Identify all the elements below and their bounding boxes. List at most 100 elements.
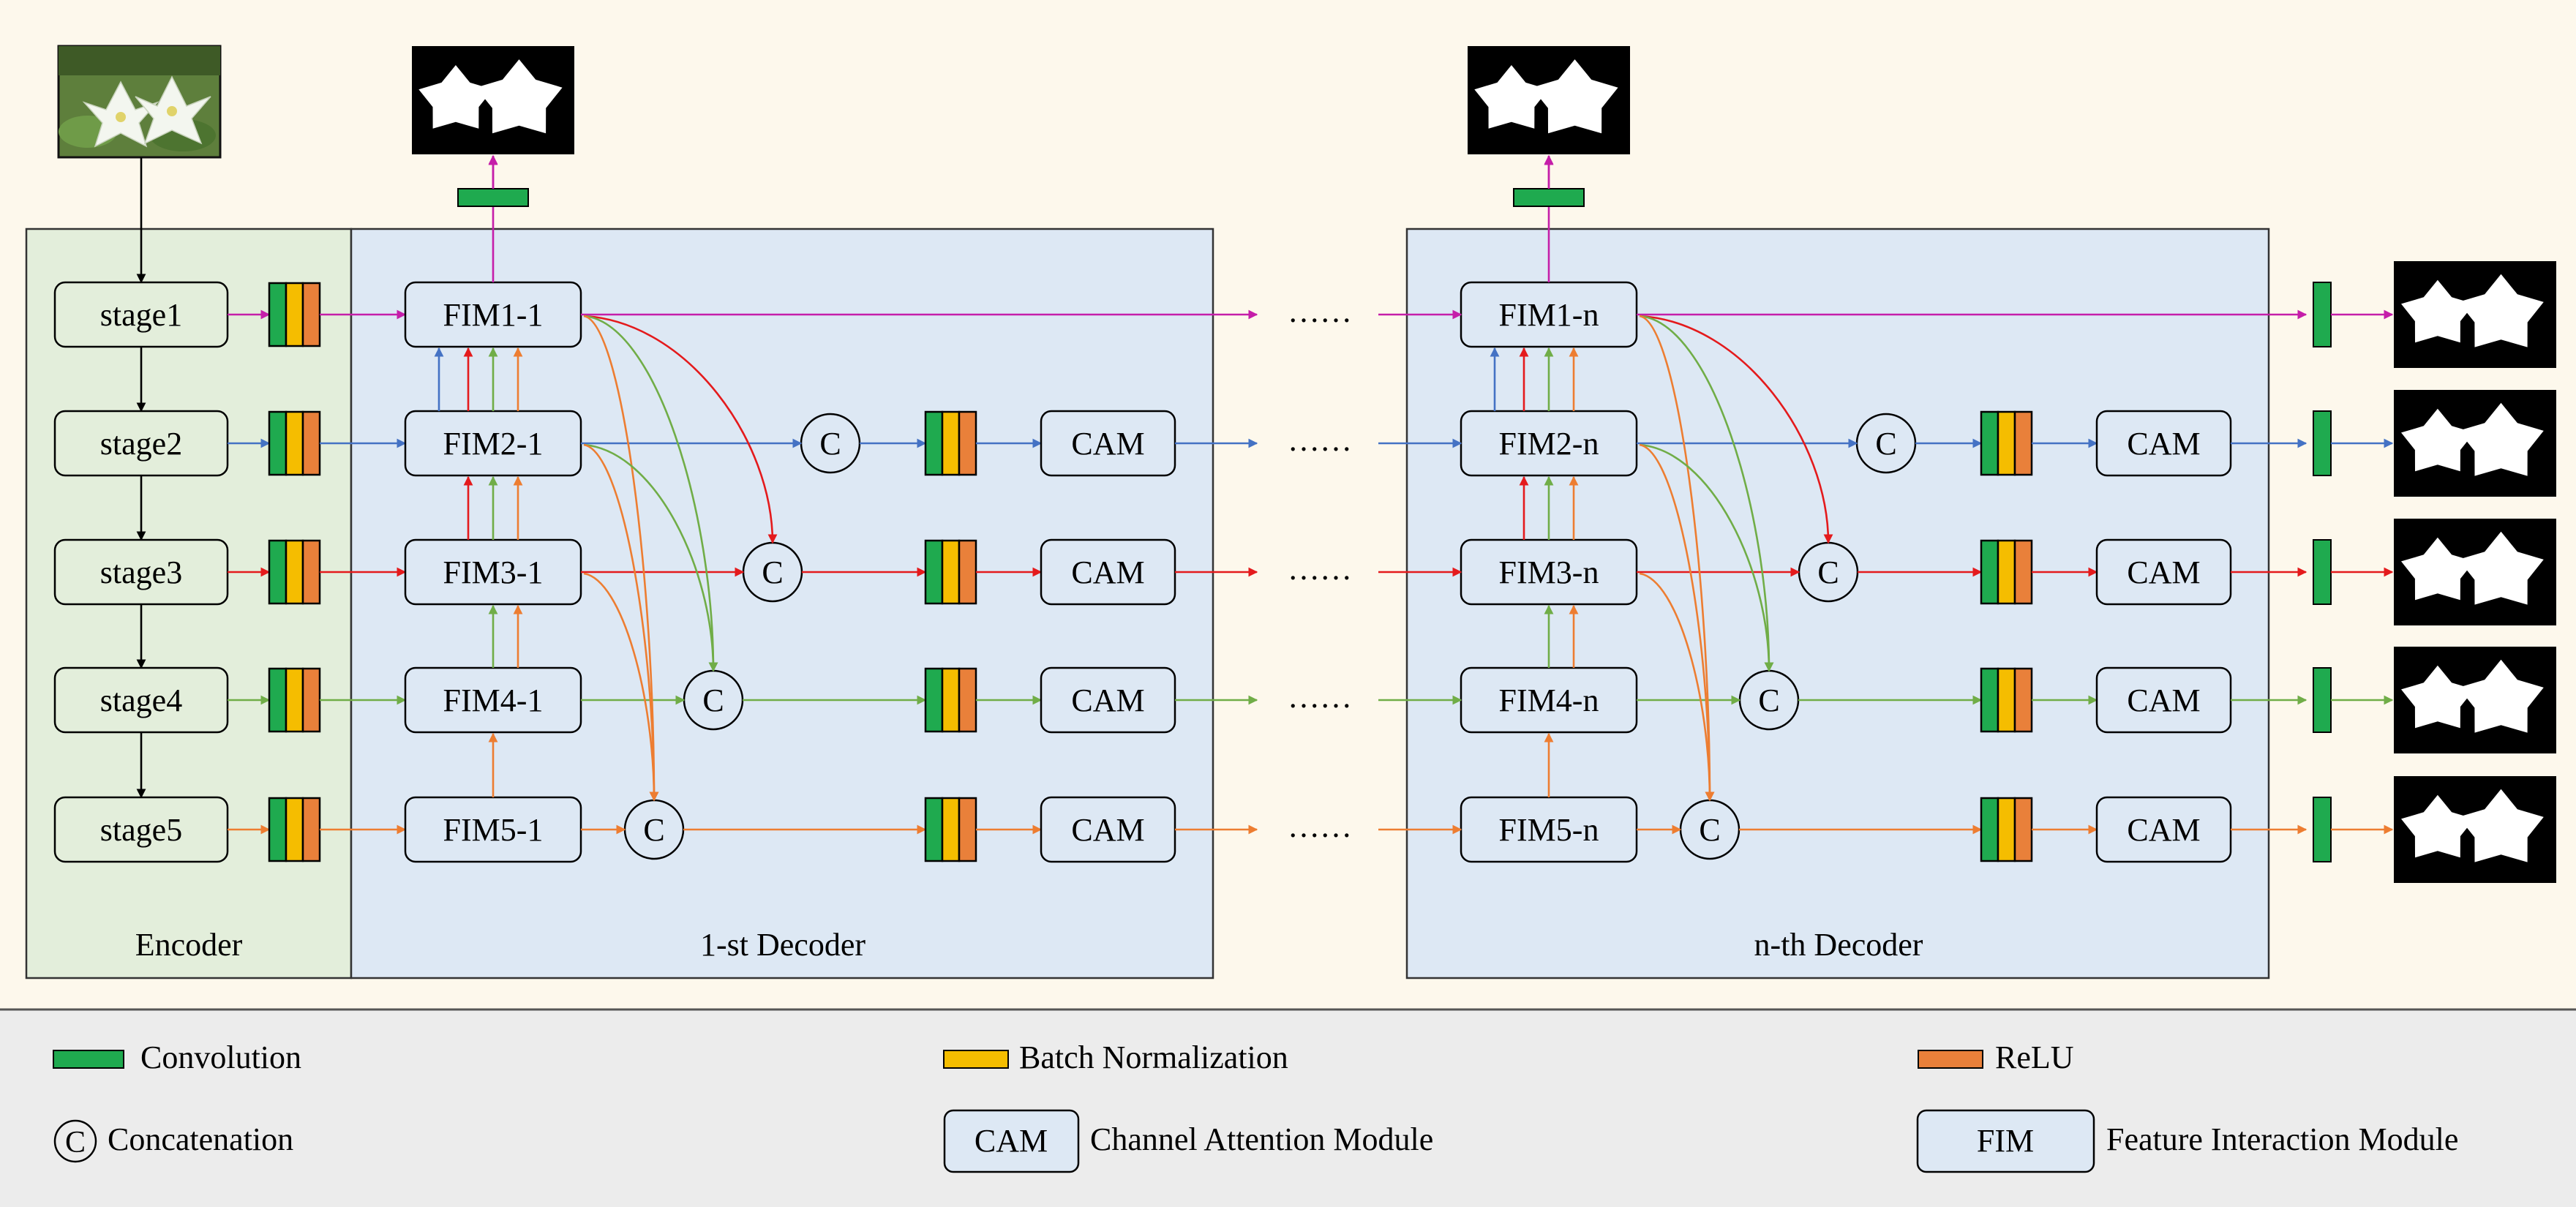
conv-bar (1980, 410, 1999, 476)
decoderN-top-conv (1513, 188, 1585, 207)
legend-concatenation: Concatenation (108, 1121, 293, 1157)
decoder1-cam-2-label: CAM (1071, 426, 1144, 462)
legend-relu-swatch (1918, 1050, 1983, 1069)
encoder-stage-4-label: stage4 (100, 683, 182, 718)
batchnorm-bar (941, 667, 961, 733)
diagram-flow: stage1stage2stage3stage4stage5FIM1-1FIM2… (53, 46, 2556, 883)
decoder1-title: 1-st Decoder (700, 927, 865, 963)
encoder-cbr-block-4 (268, 667, 321, 733)
relu-bar (958, 667, 977, 733)
decoder1-cross-2-to-5 (583, 443, 659, 802)
batchnorm-bar (1997, 410, 2016, 476)
batchnorm-bar (285, 282, 304, 347)
decoder1-cross-1-to-5 (583, 315, 659, 802)
decoderN-cbr-block-3 (1980, 539, 2033, 605)
decoderN-cam-5-label: CAM (2127, 812, 2200, 848)
decoderN-cross-2-to-5 (1639, 443, 1715, 802)
legend-panel (0, 1009, 2576, 1207)
mask-shape-right (2458, 402, 2544, 476)
decoderN-concat-3-symbol: C (1817, 554, 1839, 590)
legend-cam-box-label: CAM (975, 1123, 1048, 1159)
relu-bar (2013, 410, 2033, 476)
decoder1-cam-4-label: CAM (1071, 683, 1144, 718)
batchnorm-bar (941, 410, 961, 476)
mask-shape-right (2458, 531, 2544, 605)
final-mask-5 (2394, 776, 2556, 883)
final-mask-4 (2394, 647, 2556, 753)
legend-batch-norm: Batch Normalization (1019, 1039, 1288, 1075)
encoder-cbr-block-5 (268, 797, 321, 862)
legend-cam: Channel Attention Module (1090, 1121, 1433, 1157)
relu-bar (301, 539, 321, 605)
decoder1-concat-4-symbol: C (702, 683, 724, 718)
encoder-stage-1-label: stage1 (100, 297, 182, 333)
decoderN-cam-2-label: CAM (2127, 426, 2200, 462)
decoder1-cross-3-to-5 (583, 572, 659, 802)
conv-bar (268, 797, 288, 862)
decoder1-cross-1-to-4 (583, 315, 718, 672)
decoder1-top-conv (457, 188, 529, 207)
legend-concat-circle (53, 1119, 97, 1163)
encoder-stage-2-label: stage2 (100, 426, 182, 462)
batchnorm-bar (941, 797, 961, 862)
decoderN-cam-4-label: CAM (2127, 683, 2200, 718)
decoderN-cross-2-to-4 (1639, 443, 1774, 672)
final-conv-2 (2313, 410, 2332, 476)
decoderN-concat-4-symbol: C (1758, 683, 1779, 718)
batchnorm-bar (285, 667, 304, 733)
decoder1-concat-2-symbol: C (819, 426, 841, 462)
mask-shape-right (2458, 789, 2544, 862)
legend-conv-swatch (53, 1050, 124, 1069)
relu-bar (958, 539, 977, 605)
ellipsis-row-2: …… (1288, 422, 1352, 458)
decoderN-fim-1-label: FIM1-n (1499, 297, 1599, 333)
decoderN-fim-5-label: FIM5-n (1499, 812, 1599, 848)
input-image (57, 45, 222, 159)
ellipsis-row-3: …… (1288, 551, 1352, 587)
mask-shape-left (2401, 279, 2474, 343)
decoder1-fim-2-label: FIM2-1 (443, 426, 544, 462)
decoder1-cam-3-label: CAM (1071, 554, 1144, 590)
encoder-title: Encoder (135, 927, 243, 963)
decoderN-top-mask (1468, 46, 1630, 154)
final-mask-3 (2394, 519, 2556, 625)
decoder1-cross-1-to-3 (583, 315, 778, 544)
ellipsis-row-1: …… (1288, 293, 1352, 329)
legend-cam-box (943, 1109, 1080, 1173)
legend-fim-box (1916, 1109, 2095, 1173)
final-conv-1 (2313, 282, 2332, 347)
decoder1-cbr-block-3 (924, 539, 977, 605)
legend-fim-box-label: FIM (1977, 1123, 2034, 1159)
ellipsis-row-5: …… (1288, 808, 1352, 844)
relu-bar (958, 410, 977, 476)
mask-shape-left (418, 65, 493, 129)
conv-bar (924, 797, 944, 862)
decoder1-cbr-block-4 (924, 667, 977, 733)
ellipsis-row-4: …… (1288, 679, 1352, 715)
legend-bn-swatch (943, 1050, 1009, 1069)
batchnorm-bar (1997, 797, 2016, 862)
legend-fim: Feature Interaction Module (2106, 1121, 2458, 1157)
legend-concat-symbol: C (65, 1126, 86, 1159)
mask-shape-left (2401, 537, 2474, 601)
batchnorm-bar (285, 539, 304, 605)
final-mask-1 (2394, 261, 2556, 368)
relu-bar (301, 667, 321, 733)
relu-bar (301, 797, 321, 862)
decoder1-cross-2-to-4 (583, 443, 718, 672)
encoder-cbr-block-3 (268, 539, 321, 605)
final-mask-2 (2394, 390, 2556, 497)
decoderN-concat-2-symbol: C (1875, 426, 1896, 462)
relu-bar (301, 282, 321, 347)
decoderN-cbr-block-4 (1980, 667, 2033, 733)
mask-shape-left (2401, 794, 2474, 858)
mask-shape-left (2401, 665, 2474, 729)
decoderN-concat-5-symbol: C (1699, 812, 1720, 848)
decoderN-cbr-block-2 (1980, 410, 2033, 476)
decoderN-cam-3-label: CAM (2127, 554, 2200, 590)
encoder-cbr-block-2 (268, 410, 321, 476)
mask-shape-left (2401, 408, 2474, 472)
batchnorm-bar (285, 797, 304, 862)
decoder1-fim-5-label: FIM5-1 (443, 812, 544, 848)
